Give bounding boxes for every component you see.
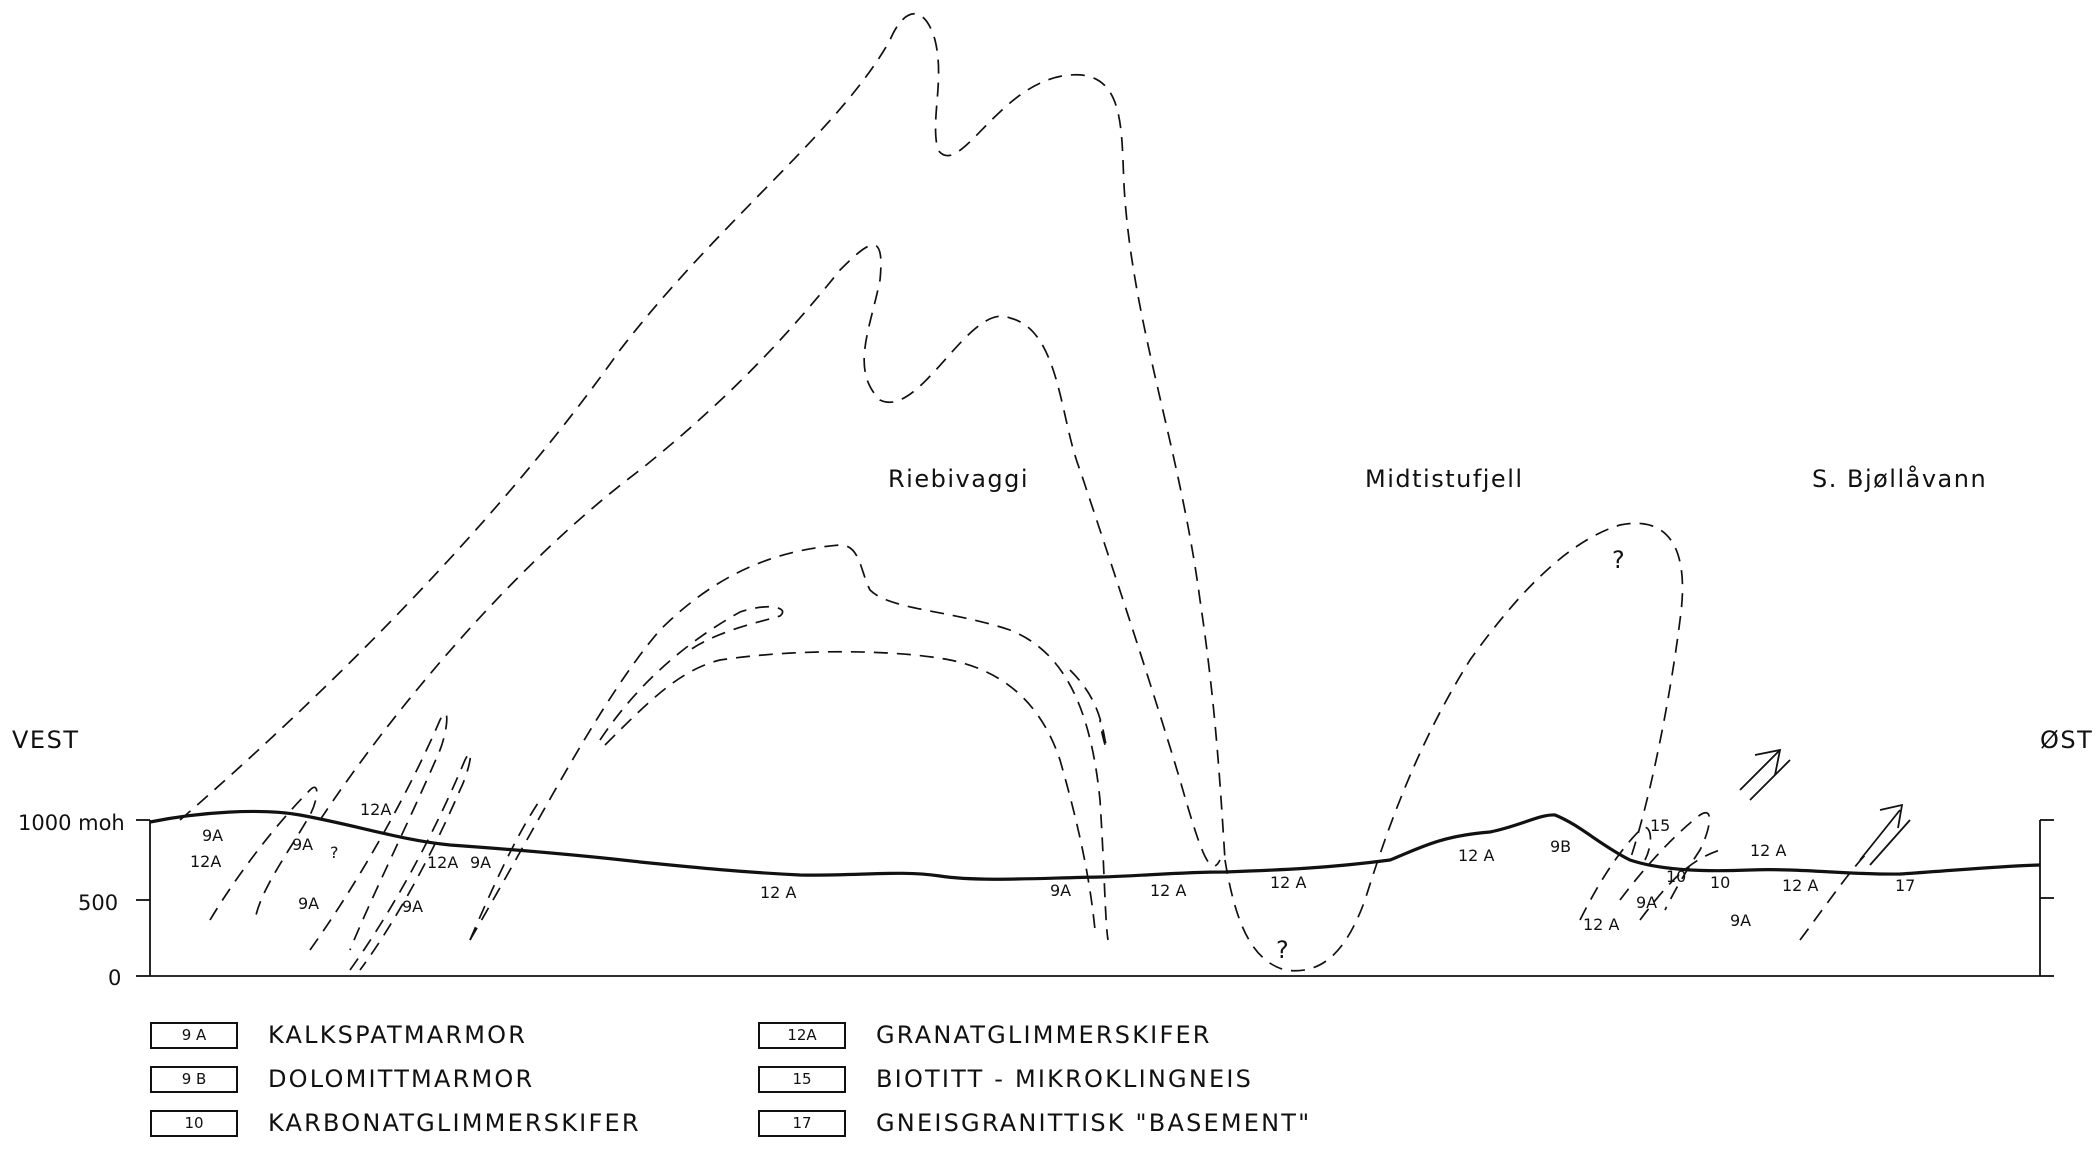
fold-inner-large — [319, 244, 1221, 867]
elevation-axis-right — [2039, 819, 2054, 977]
unit-label: 12 A — [1583, 915, 1619, 934]
unit-label: 9A — [402, 897, 423, 916]
fold-middle-2 — [599, 605, 784, 741]
unit-label: 12 A — [1782, 876, 1818, 895]
legend-item-9b: 9 B DOLOMITTMARMOR — [150, 1062, 534, 1096]
fold-small-left-4 — [469, 799, 541, 941]
unit-label: 9A — [292, 835, 313, 854]
place-bjollavann: S. Bjøllåvann — [1812, 464, 1987, 493]
direction-west: VEST — [12, 726, 79, 754]
unit-label: 10 — [1666, 867, 1686, 886]
legend-item-9a: 9 A KALKSPATMARMOR — [150, 1018, 527, 1052]
unit-label: 12 A — [760, 883, 796, 902]
axis-label-0: 0 — [108, 966, 121, 990]
place-midtistufjell: Midtistufjell — [1365, 465, 1524, 493]
fold-middle-1 — [469, 544, 1109, 941]
unit-label: 12A — [360, 800, 391, 819]
legend-item-15: 15 BIOTITT - MIKROKLINGNEIS — [758, 1062, 1253, 1096]
legend-label: GNEISGRANITTISK "BASEMENT" — [876, 1109, 1312, 1137]
fold-small-right-3 — [1639, 849, 1721, 921]
fold-small-left-1 — [209, 786, 318, 921]
place-riebivaggi: Riebivaggi — [888, 465, 1029, 493]
legend-label: KALKSPATMARMOR — [268, 1021, 528, 1049]
legend-code: 17 — [758, 1109, 846, 1137]
direction-east: ØST — [2040, 726, 2093, 754]
legend-code: 9 A — [150, 1021, 238, 1049]
axis-label-500: 500 — [78, 891, 118, 915]
fold-middle-4 — [1069, 669, 1108, 749]
unit-label: 12 A — [1750, 841, 1786, 860]
legend-label: GRANATGLIMMERSKIFER — [876, 1021, 1212, 1049]
fold-outer-large — [179, 12, 1226, 861]
legend-code: 15 — [758, 1065, 846, 1093]
fold-small-left-2 — [309, 712, 448, 951]
fold-syncline-centre — [1224, 522, 1684, 972]
axis-label-1000: 1000 moh — [18, 811, 125, 835]
elevation-axis-left — [136, 819, 2040, 977]
unit-label: 9A — [470, 853, 491, 872]
unit-label: 9A — [298, 894, 319, 913]
fold-traces — [179, 12, 1871, 972]
question-mark-syncline: ? — [1276, 936, 1290, 964]
legend-label: BIOTITT - MIKROKLINGNEIS — [876, 1065, 1254, 1093]
unit-label: 15 — [1650, 816, 1670, 835]
legend-code: 12A — [758, 1021, 846, 1049]
legend-item-12a: 12A GRANATGLIMMERSKIFER — [758, 1018, 1212, 1052]
legend-item-17: 17 GNEISGRANITTISK "BASEMENT" — [758, 1106, 1311, 1140]
fold-small-right-4 — [1799, 849, 1871, 941]
topographic-surface — [149, 809, 2041, 881]
unit-label: 12A — [427, 853, 458, 872]
unit-label: 10 — [1710, 873, 1730, 892]
legend-code: 10 — [150, 1109, 238, 1137]
legend-code: 9 B — [150, 1065, 238, 1093]
unit-label: 9A — [1050, 881, 1071, 900]
legend-label: DOLOMITTMARMOR — [268, 1065, 535, 1093]
unit-labels: 9A 12A 9A ? 12A 12A 9A 9A 9A 12 A 9A 12 … — [190, 800, 1915, 934]
fold-middle-3 — [604, 650, 1096, 931]
legend-item-10: 10 KARBONATGLIMMERSKIFER — [150, 1106, 641, 1140]
question-mark-anticline: ? — [1612, 546, 1626, 574]
unit-label: 9A — [1730, 911, 1751, 930]
unit-label: 9B — [1550, 837, 1571, 856]
legend-label: KARBONATGLIMMERSKIFER — [268, 1109, 641, 1137]
unit-label: 12 A — [1150, 881, 1186, 900]
fault-arrows — [1739, 748, 1911, 866]
legend: 9 A KALKSPATMARMOR 9 B DOLOMITTMARMOR 10… — [150, 1018, 1650, 1148]
fold-small-right-1 — [1579, 826, 1652, 921]
unit-label: 17 — [1895, 876, 1915, 895]
unit-label: 12A — [190, 852, 221, 871]
unit-label: 12 A — [1458, 846, 1494, 865]
unit-label: 9A — [1636, 893, 1657, 912]
unit-label: ? — [330, 843, 339, 862]
unit-label: 12 A — [1270, 873, 1306, 892]
unit-label: 9A — [202, 826, 223, 845]
